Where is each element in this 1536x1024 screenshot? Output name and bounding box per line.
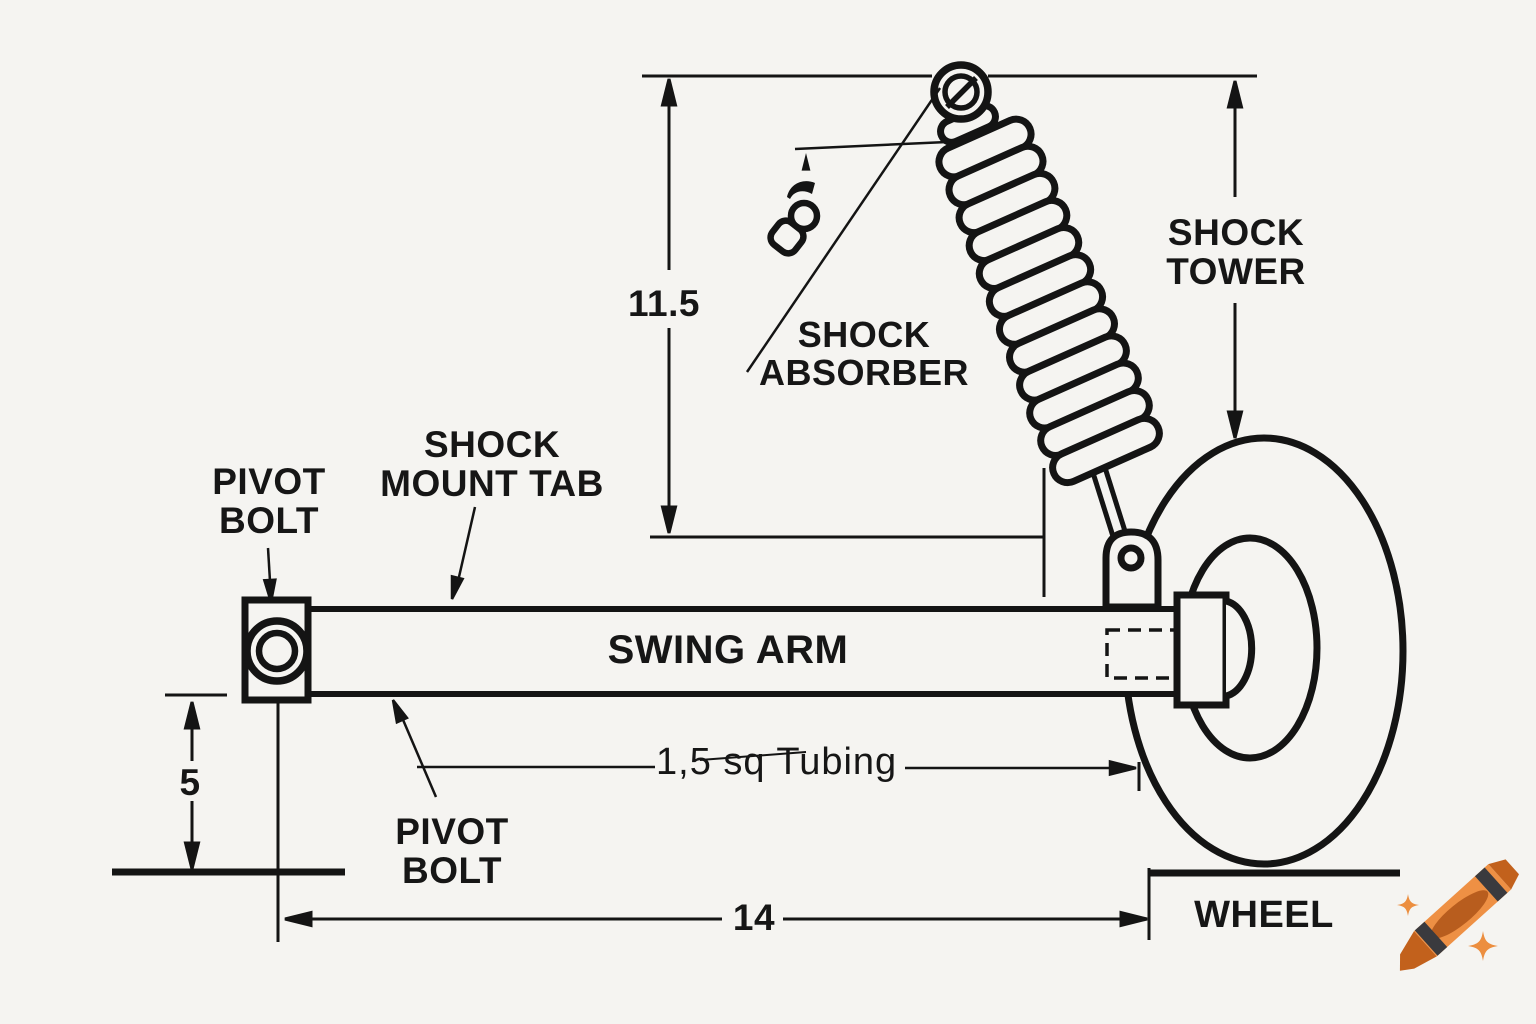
dimension-shock-height: 11.5	[628, 283, 700, 324]
label-shock-mount-tab: SHOCK MOUNT TAB	[380, 424, 604, 505]
dimension-swingarm-length: 14	[732, 897, 776, 938]
wheel-hub	[1224, 597, 1256, 700]
label-pivot-bolt-top: PIVOT BOLT	[212, 461, 326, 542]
axle-block	[1173, 591, 1230, 709]
pivot-bolt-block	[241, 596, 312, 704]
label-wheel: WHEEL	[1194, 894, 1334, 936]
label-shock-tower: SHOCK TOWER	[1166, 212, 1306, 293]
ground-lines	[112, 868, 1400, 877]
leader-lines	[263, 87, 1141, 798]
crayon-icon	[1396, 859, 1519, 971]
dimension-pivot-height: 5	[179, 762, 201, 803]
shock-clevis	[1102, 528, 1162, 611]
label-pivot-bolt-bottom: PIVOT BOLT	[395, 811, 509, 892]
dimension-lines	[165, 74, 1257, 942]
swing-arm-tube	[305, 606, 1180, 697]
shock-spring	[935, 96, 1163, 487]
label-swing-arm: SWING ARM	[607, 628, 849, 672]
sparkle-icon	[1396, 893, 1420, 917]
shock-eye-mount	[930, 61, 992, 123]
label-tubing-note: 1,5 sq Tubing	[656, 741, 898, 783]
pin-doodle	[767, 140, 948, 257]
sparkle-icon	[1468, 931, 1498, 961]
label-shock-absorber: SHOCK ABSORBER	[758, 314, 970, 394]
